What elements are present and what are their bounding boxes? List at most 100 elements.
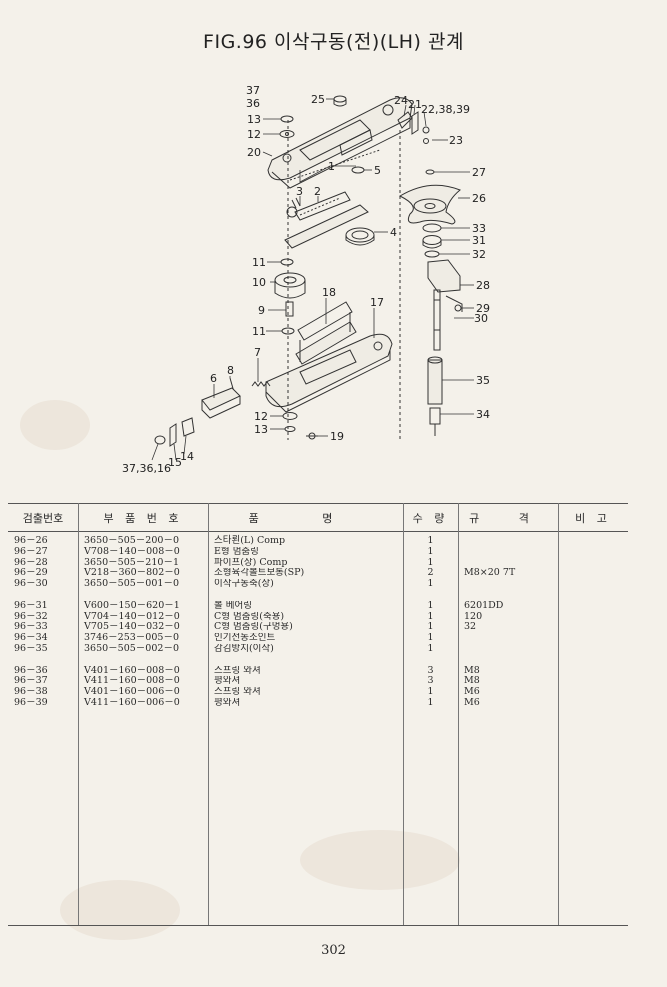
callout-label: 23 xyxy=(449,134,463,147)
column-divider xyxy=(458,503,459,925)
cell-name: 스프링 와셔 xyxy=(214,687,261,698)
cell-spec: M6 xyxy=(464,687,480,698)
cell-remarks xyxy=(558,601,628,612)
cell-item-no: 96－28 xyxy=(14,557,48,568)
top-boss xyxy=(333,95,347,107)
cell-remarks xyxy=(558,676,628,687)
cell-item-no: 96－33 xyxy=(14,622,48,633)
cell-item-no: 96－26 xyxy=(14,535,48,546)
snap-ring xyxy=(351,166,365,174)
callout-labels: 37 36 13 12 20 25 24 21 22,38,39 23 5 27… xyxy=(122,84,490,475)
cell-remarks xyxy=(558,579,628,590)
col-header-qty: 수 량 xyxy=(403,503,458,532)
cell-item-no: 96－34 xyxy=(14,633,48,644)
col-header-part-no: 부 품 번 호 xyxy=(78,503,208,532)
callout-label: 17 xyxy=(370,296,384,309)
cell-part-no: V704－140－012－0 xyxy=(84,611,180,622)
col-header-name: 품 명 xyxy=(208,503,403,532)
callout-label: 22,38,39 xyxy=(421,103,470,116)
table-row: 96－34 3746－253－005－0 인기전동조인트 1 xyxy=(8,633,628,644)
callout-label: 8 xyxy=(227,364,234,377)
cell-item-no: 96－30 xyxy=(14,579,48,590)
cell-qty: 3 xyxy=(427,676,434,687)
cell-qty: 1 xyxy=(427,579,434,590)
column-divider xyxy=(558,503,559,925)
c-ring xyxy=(424,250,440,258)
callout-label: 26 xyxy=(472,192,486,205)
callout-label: 33 xyxy=(472,222,486,235)
cell-item-no: 96－29 xyxy=(14,568,48,579)
callout-label: 34 xyxy=(476,408,490,421)
lower-case xyxy=(265,333,393,413)
cell-part-no: 3650－505－002－0 xyxy=(84,643,179,654)
ball-bearing xyxy=(422,235,442,249)
fitting-parts xyxy=(154,417,195,447)
callout-label: 21 xyxy=(408,98,422,111)
col-header-remarks: 비 고 xyxy=(558,503,628,532)
cell-spec xyxy=(458,558,558,569)
cell-remarks xyxy=(558,633,628,644)
table-header-row: 검출번호 부 품 번 호 품 명 수 량 규 격 비 고 xyxy=(8,503,628,532)
cell-item-no: 96－27 xyxy=(14,546,48,557)
cell-remarks xyxy=(558,687,628,698)
cell-part-no: 3746－253－005－0 xyxy=(84,633,179,644)
cell-item-no: 96－39 xyxy=(14,697,48,708)
cell-qty xyxy=(403,590,458,601)
cell-spec: M8×20 7T xyxy=(464,568,516,579)
column-divider xyxy=(78,503,79,925)
cell-spec: M8 xyxy=(464,676,480,687)
c-ring xyxy=(422,223,442,233)
washer xyxy=(282,412,298,420)
gear xyxy=(274,272,306,299)
paper-stain xyxy=(60,880,180,940)
callout-label: 10 xyxy=(252,276,266,289)
side-bracket xyxy=(397,111,430,144)
callout-label: 37 xyxy=(246,84,260,97)
cell-part-no: V411－160－006－0 xyxy=(84,697,180,708)
cell-part-no: V401－160－008－0 xyxy=(84,665,180,676)
cell-part-no: 3650－505－001－0 xyxy=(84,579,179,590)
figure-title: FIG.96 이삭구동(전)(LH) 관계 xyxy=(203,31,464,53)
cell-remarks xyxy=(558,644,628,655)
cell-name: 스타뢴(L) Comp xyxy=(214,535,286,546)
callout-label: 37,36,16 xyxy=(122,462,171,475)
cell-spec xyxy=(458,547,558,558)
cell-qty: 1 xyxy=(427,633,434,644)
cell-part-no: V600－150－620－1 xyxy=(84,600,180,611)
callout-label: 29 xyxy=(476,302,490,315)
cell-name: 인기전동조인트 xyxy=(214,633,276,644)
cell-qty: 1 xyxy=(427,622,434,633)
cell-name: 감김방지(이삭) xyxy=(214,643,274,654)
exploded-parts-diagram: 37 36 13 12 20 25 24 21 22,38,39 23 5 27… xyxy=(122,84,490,475)
callout-label: 25 xyxy=(311,93,325,106)
callout-label: 19 xyxy=(330,430,344,443)
cell-part-no xyxy=(78,590,208,601)
cell-qty: 3 xyxy=(427,665,434,676)
cell-qty: 1 xyxy=(427,697,434,708)
cell-spec xyxy=(458,655,558,666)
cell-spec xyxy=(458,590,558,601)
drive-shaft xyxy=(433,299,441,351)
table-row xyxy=(8,590,628,601)
hex-bolt xyxy=(454,304,462,312)
cell-remarks xyxy=(558,590,628,601)
cell-name: 소형육각볼트보통(SP) xyxy=(214,568,305,579)
cell-part-no: 3650－505－210－1 xyxy=(84,557,179,568)
cell-qty: 1 xyxy=(427,687,434,698)
sleeve xyxy=(427,356,443,405)
callout-label: 30 xyxy=(474,312,488,325)
nut xyxy=(284,426,296,432)
cell-remarks xyxy=(558,568,628,579)
lever-bracket xyxy=(201,387,241,419)
column-divider xyxy=(208,503,209,925)
column-divider xyxy=(403,503,404,925)
callout-label: 13 xyxy=(254,423,268,436)
cell-spec: 120 xyxy=(464,611,483,622)
